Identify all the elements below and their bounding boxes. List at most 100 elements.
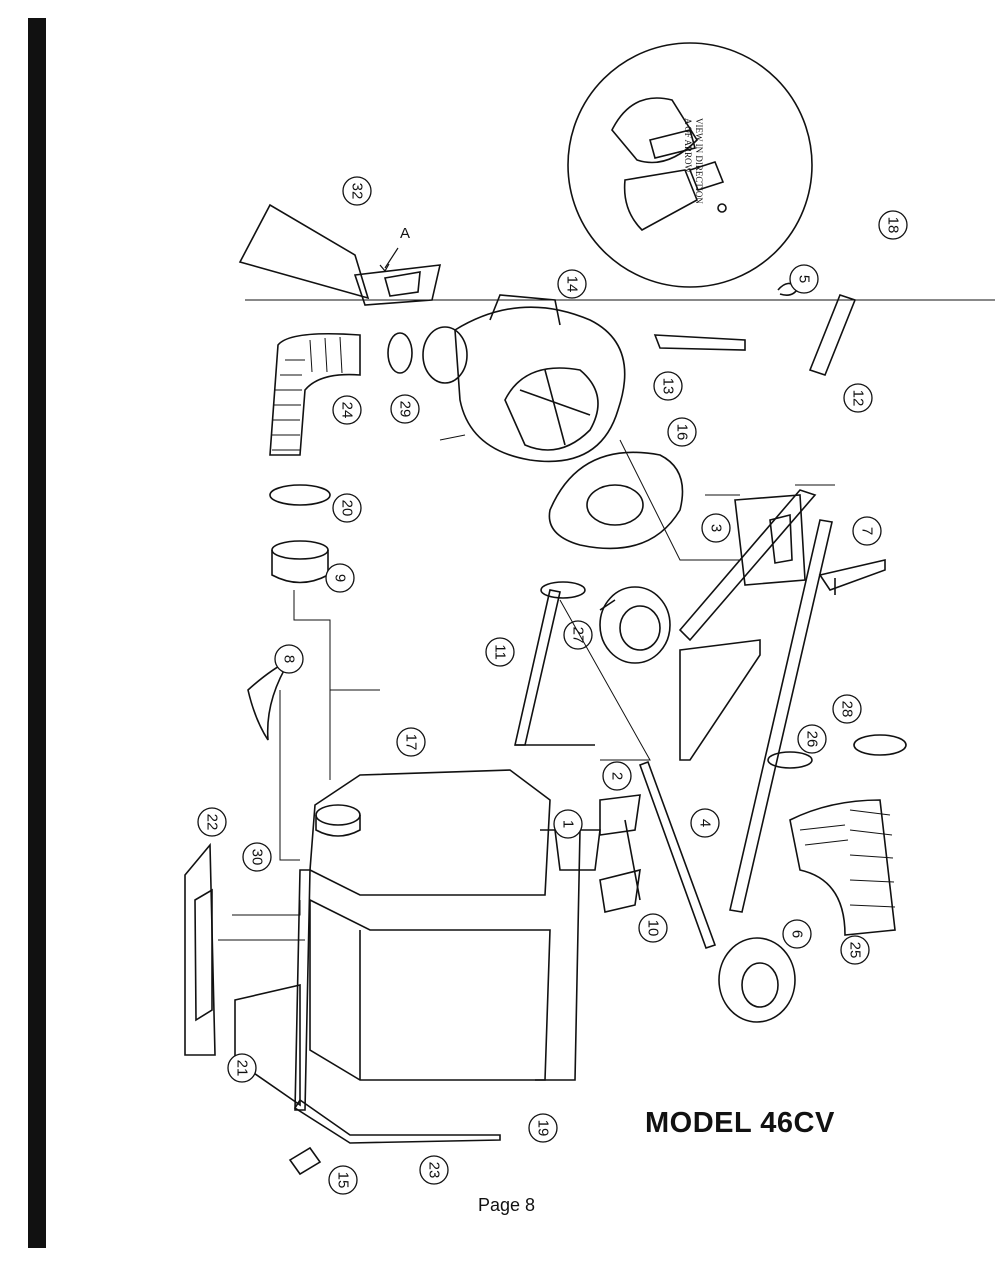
- callout-24: 24: [332, 395, 362, 425]
- callout-label: 15: [335, 1172, 352, 1189]
- callout-25: 25: [840, 935, 870, 965]
- axle-shaft: [638, 760, 717, 950]
- detail-view-circle: [567, 42, 813, 288]
- hose-adapter-collar: [271, 540, 329, 584]
- callout-label: 23: [426, 1162, 443, 1179]
- page-number: Page 8: [478, 1195, 536, 1215]
- callout-circle: [325, 563, 355, 593]
- callout-circle: [419, 1155, 449, 1185]
- callout-label: 10: [645, 920, 662, 937]
- callout-circle: [274, 644, 304, 674]
- callout-circle: [390, 394, 420, 424]
- view-note-line1: VIEW IN DIRECTION: [694, 118, 704, 204]
- callout-label: 32: [349, 183, 366, 200]
- front-panel: [184, 842, 216, 1056]
- callout-30: 30: [242, 842, 272, 872]
- callout-circle: [342, 176, 372, 206]
- callout-26: 26: [797, 724, 827, 754]
- callout-circle: [843, 383, 873, 413]
- inlet-plate: [548, 451, 684, 550]
- leader-lines: [218, 439, 835, 941]
- callout-15: 15: [328, 1165, 358, 1195]
- belt-guard: [513, 581, 595, 746]
- view-note-line2: A OF ARROW: [683, 118, 693, 174]
- frame-rails: [653, 294, 886, 913]
- callout-circle: [782, 919, 812, 949]
- callout-9: 9: [325, 563, 355, 593]
- callout-circle: [852, 516, 882, 546]
- fan-pulley: [599, 586, 671, 664]
- callout-label: 8: [281, 655, 298, 663]
- callout-circle: [242, 842, 272, 872]
- callout-12: 12: [843, 383, 873, 413]
- callout-label: 30: [249, 849, 266, 866]
- callout-label: 27: [570, 627, 587, 644]
- callout-8: 8: [274, 644, 304, 674]
- callout-label: 29: [397, 401, 414, 418]
- callout-1: 1: [553, 809, 583, 839]
- callout-label: 28: [839, 701, 856, 718]
- callout-label: 21: [234, 1060, 251, 1077]
- hose-clamp-ring: [269, 484, 331, 506]
- callout-circle: [332, 493, 362, 523]
- callout-group: 1234567891011121314151617181920212223242…: [197, 176, 908, 1195]
- callout-label: 16: [674, 424, 691, 441]
- callout-13: 13: [653, 371, 683, 401]
- callout-label: 19: [535, 1120, 552, 1137]
- callout-circle: [328, 1165, 358, 1195]
- callout-circle: [638, 913, 668, 943]
- callout-28: 28: [832, 694, 862, 724]
- callout-27: 27: [563, 620, 593, 650]
- callout-circle: [797, 724, 827, 754]
- callout-7: 7: [852, 516, 882, 546]
- callout-label: 22: [204, 814, 221, 831]
- callout-2: 2: [602, 761, 632, 791]
- callout-circle: [840, 935, 870, 965]
- discharge-chute: [238, 203, 995, 306]
- callout-label: 11: [492, 644, 509, 660]
- callout-3: 3: [701, 513, 731, 543]
- model-title: MODEL 46CV: [645, 1107, 835, 1139]
- scan-edge-bar: [28, 18, 46, 1248]
- callout-circle: [227, 1053, 257, 1083]
- callout-16: 16: [667, 417, 697, 447]
- callout-5: 5: [789, 264, 819, 294]
- callout-label: 20: [339, 500, 356, 517]
- callout-29: 29: [390, 394, 420, 424]
- flex-hose-lower: [767, 734, 907, 936]
- callout-label: 25: [847, 942, 864, 959]
- arrow-letter: A: [400, 225, 410, 242]
- callout-6: 6: [782, 919, 812, 949]
- callout-23: 23: [419, 1155, 449, 1185]
- callout-11: 11: [485, 637, 515, 667]
- callout-circle: [485, 637, 515, 667]
- callout-label: 3: [708, 524, 725, 532]
- callout-circle: [197, 807, 227, 837]
- callout-label: 6: [789, 930, 806, 938]
- view-direction-note: VIEW IN DIRECTION A OF ARROW: [682, 118, 704, 238]
- callout-circle: [653, 371, 683, 401]
- side-panel: [234, 983, 501, 1144]
- callout-label: 13: [660, 378, 677, 395]
- callout-32: 32: [342, 176, 372, 206]
- callout-circle: [332, 395, 362, 425]
- callout-label: 9: [332, 574, 349, 582]
- callout-circle: [667, 417, 697, 447]
- callout-circle: [528, 1113, 558, 1143]
- blower-housing: [422, 294, 626, 463]
- callout-22: 22: [197, 807, 227, 837]
- knob-part: [288, 1146, 322, 1176]
- callout-label: 18: [885, 217, 902, 234]
- callout-label: 2: [609, 772, 626, 780]
- callout-label: 4: [697, 819, 714, 827]
- callout-14: 14: [557, 269, 587, 299]
- motor-brackets: [554, 794, 641, 913]
- callout-18: 18: [878, 210, 908, 240]
- callout-label: 12: [850, 390, 867, 407]
- callout-circle: [878, 210, 908, 240]
- callout-21: 21: [227, 1053, 257, 1083]
- callout-19: 19: [528, 1113, 558, 1143]
- callout-circle: [701, 513, 731, 543]
- callout-circle: [396, 727, 426, 757]
